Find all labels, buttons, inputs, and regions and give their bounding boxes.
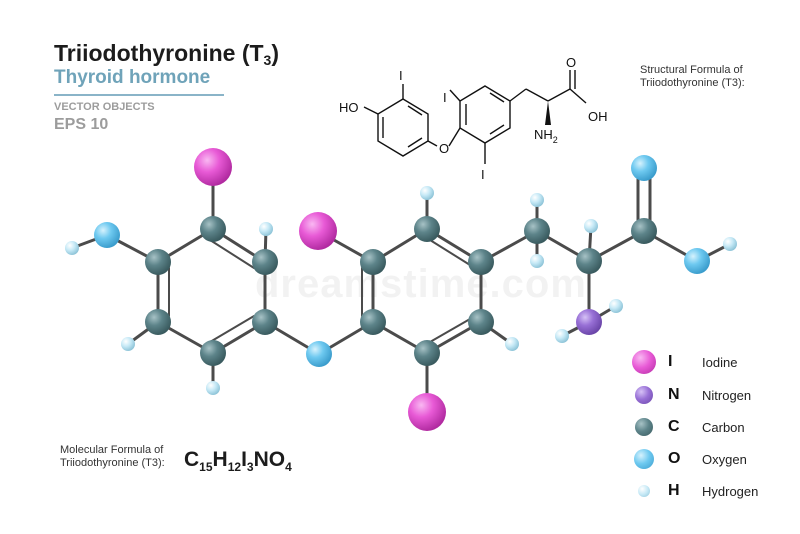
structural-formula-caption: Structural Formula of Triiodothyronine (… [640, 64, 745, 89]
carbon-atom [145, 309, 171, 335]
legend-item-carbon: C Carbon [632, 415, 792, 439]
molecular-formula-caption: Molecular Formula of Triiodothyronine (T… [60, 444, 165, 469]
legend-symbol: I [668, 353, 673, 370]
label-amine: NH2 [534, 127, 558, 145]
carbon-atom [414, 216, 440, 242]
title-underline [54, 94, 224, 96]
legend-symbol: N [668, 386, 680, 403]
legend-name: Carbon [702, 420, 745, 435]
legend-item-oxygen: O Oxygen [632, 447, 792, 471]
page-subtitle: Thyroid hormone [54, 67, 211, 88]
legend-name: Oxygen [702, 452, 747, 467]
hydrogen-atom [420, 186, 434, 200]
label-iodine-1: I [399, 68, 403, 83]
label-carbonyl-oxygen: O [566, 55, 576, 70]
hydrogen-atom [609, 299, 623, 313]
label-ho: HO [339, 100, 359, 115]
label-iodine-2: I [443, 90, 447, 105]
carbon-atom [468, 309, 494, 335]
carbon-atom [576, 248, 602, 274]
legend-item-nitrogen: N Nitrogen [632, 383, 792, 407]
iodine-atom [194, 148, 232, 186]
watermark: dreamstime.com [255, 262, 587, 306]
carbon-atom [524, 218, 550, 244]
hydrogen-atom [505, 337, 519, 351]
legend-item-hydrogen: H Hydrogen [632, 479, 792, 503]
structural-formula [363, 70, 587, 164]
nitrogen-atom [576, 309, 602, 335]
hydrogen-atom [555, 329, 569, 343]
carbon-swatch-icon [635, 418, 653, 436]
legend-name: Hydrogen [702, 484, 759, 499]
vector-label: VECTOR OBJECTS [54, 101, 155, 113]
carbon-atom [468, 249, 494, 275]
hydrogen-atom [530, 193, 544, 207]
hydrogen-atom [530, 254, 544, 268]
legend-item-iodine: I Iodine [632, 350, 792, 374]
model-bonds [70, 165, 732, 414]
hydrogen-atom [584, 219, 598, 233]
page-title: Triiodothyronine (T3) [54, 40, 280, 68]
hydrogen-atom [65, 241, 79, 255]
oxygen-swatch-icon [634, 449, 654, 469]
oxygen-atom [631, 155, 657, 181]
legend-symbol: H [668, 482, 680, 499]
label-iodine-3: I [481, 167, 485, 182]
carbon-atom [631, 218, 657, 244]
carbon-atom [360, 309, 386, 335]
iodine-atom [408, 393, 446, 431]
oxygen-atom [94, 222, 120, 248]
iodine-atom [299, 212, 337, 250]
carbon-atom [252, 249, 278, 275]
label-oh: OH [588, 109, 608, 124]
nitrogen-swatch-icon [635, 386, 653, 404]
hydrogen-atom [259, 222, 273, 236]
carbon-atom [360, 249, 386, 275]
model-atoms [65, 148, 737, 431]
legend-name: Iodine [702, 355, 738, 370]
carbon-atom [252, 309, 278, 335]
eps-label: EPS 10 [54, 116, 109, 133]
oxygen-atom [306, 341, 332, 367]
legend-symbol: O [668, 450, 681, 467]
legend-symbol: C [668, 418, 680, 435]
legend-name: Nitrogen [702, 388, 752, 403]
carbon-atom [200, 340, 226, 366]
carbon-atom [145, 249, 171, 275]
carbon-atom [414, 340, 440, 366]
iodine-swatch-icon [632, 350, 656, 374]
molecular-formula: C15H12I3NO4 [184, 448, 292, 474]
hydrogen-atom [121, 337, 135, 351]
hydrogen-atom [206, 381, 220, 395]
carbon-atom [200, 216, 226, 242]
structural-formula-labels: HO I O I I O OH NH2 [339, 55, 608, 182]
label-ether-oxygen: O [439, 141, 449, 156]
oxygen-atom [684, 248, 710, 274]
hydrogen-swatch-icon [638, 485, 650, 497]
hydrogen-atom [723, 237, 737, 251]
